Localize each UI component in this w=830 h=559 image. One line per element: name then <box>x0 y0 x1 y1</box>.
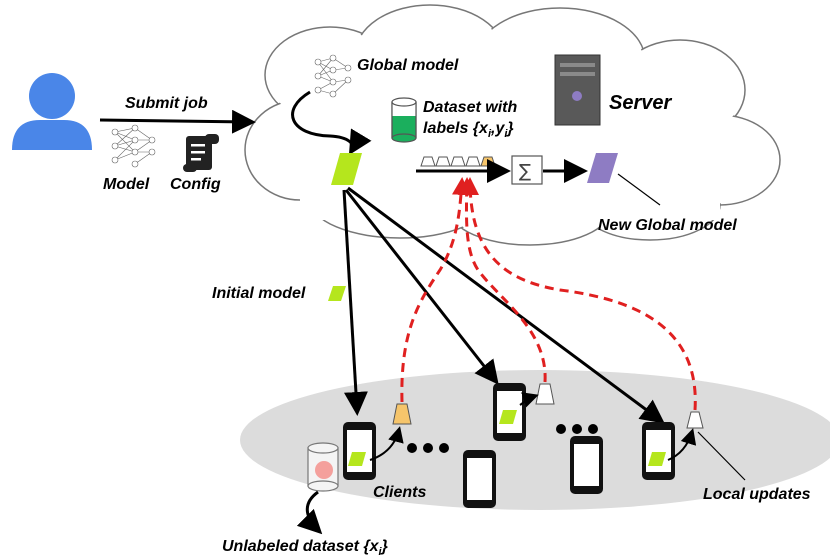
local-update-paths <box>400 177 697 411</box>
global-model-label: Global model <box>357 57 459 74</box>
submit-job-label: Submit job <box>125 95 208 112</box>
unlabeled-dataset-arrow <box>296 490 323 535</box>
phone-to-update-arrows <box>369 392 697 461</box>
funnel-update-icon <box>392 403 412 425</box>
local-updates-label: Local updates <box>703 486 811 503</box>
initial-model-label: Initial model <box>212 285 306 302</box>
smartphone-icon <box>493 383 526 441</box>
smartphone-icon <box>463 450 496 508</box>
cloud-shape <box>244 4 781 246</box>
submit-job-arrow <box>99 109 256 134</box>
new-global-model-label: New Global model <box>598 217 737 234</box>
labels-xy-label: labels {xi,yi} <box>423 120 514 140</box>
clients-label: Clients <box>373 484 426 501</box>
update-queue <box>420 156 496 167</box>
local-updates-pointer <box>697 431 746 481</box>
distribution-arrows <box>342 186 665 424</box>
neural-network-icon <box>111 124 156 168</box>
sum-icon: ∑ <box>511 155 543 185</box>
smartphone-icon <box>570 436 603 494</box>
more-clients-ellipsis <box>407 424 598 453</box>
initial-model-swatch <box>328 286 346 301</box>
config-label: Config <box>170 176 221 193</box>
svg-text:∑: ∑ <box>519 161 531 182</box>
new-global-model-shape <box>587 153 618 183</box>
initial-model-shape <box>331 153 362 185</box>
global-model-nn-icon <box>314 54 352 98</box>
smartphone-icon <box>642 422 675 480</box>
model-label: Model <box>103 176 150 193</box>
user-icon <box>12 73 92 150</box>
client-area <box>240 370 830 510</box>
dataset-with-label: Dataset with <box>423 99 517 116</box>
config-scroll-icon <box>183 134 219 172</box>
server-icon <box>554 54 601 126</box>
database-icon <box>391 97 417 143</box>
new-global-model-pointer <box>617 173 661 206</box>
unlabeled-database-icon <box>307 442 339 492</box>
smartphone-icon <box>343 422 376 480</box>
global-to-initial-arrow <box>291 90 372 156</box>
server-label: Server <box>609 92 672 114</box>
funnel-update-icon <box>686 411 704 429</box>
unlabeled-dataset-label: Unlabeled dataset {xi} <box>222 538 388 558</box>
